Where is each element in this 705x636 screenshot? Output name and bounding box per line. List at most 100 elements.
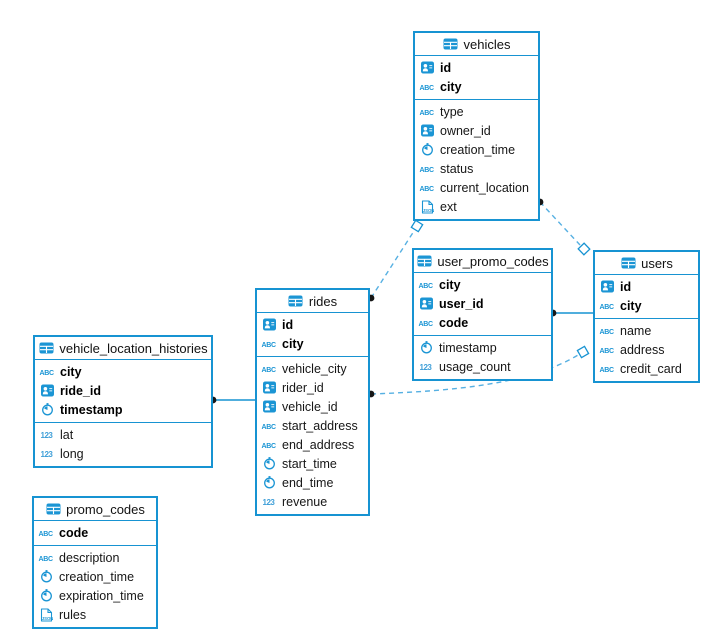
field-row[interactable]: ABC city	[595, 296, 698, 315]
field-name: code	[439, 315, 469, 330]
svg-text:ABC: ABC	[40, 370, 55, 377]
number-icon: 123	[39, 449, 55, 459]
field-row[interactable]: vehicle_id	[257, 397, 368, 416]
table-icon	[45, 503, 61, 515]
table-header[interactable]: rides	[257, 290, 368, 313]
table-header[interactable]: promo_codes	[34, 498, 156, 521]
relation-line-rides-users[interactable]	[370, 354, 579, 395]
json-icon: JSON	[38, 607, 54, 622]
field-name: rider_id	[282, 380, 324, 395]
json-icon: JSON	[419, 199, 435, 214]
table-icon	[620, 257, 636, 269]
field-name: city	[620, 298, 642, 313]
field-name: long	[60, 446, 84, 461]
table-name: user_promo_codes	[437, 253, 549, 269]
svg-text:ABC: ABC	[420, 85, 435, 92]
text-icon: ABC	[599, 301, 615, 311]
primary-key-section: ABC code	[34, 521, 156, 546]
svg-text:JSON: JSON	[41, 615, 52, 620]
field-row[interactable]: id	[415, 58, 538, 77]
field-name: timestamp	[439, 340, 497, 355]
table-header[interactable]: users	[595, 252, 698, 275]
field-row[interactable]: ABC code	[414, 313, 551, 332]
field-name: city	[439, 277, 461, 292]
svg-text:123: 123	[41, 450, 54, 459]
field-row[interactable]: rider_id	[257, 378, 368, 397]
field-row[interactable]: ABC code	[34, 523, 156, 542]
svg-text:ABC: ABC	[419, 283, 434, 290]
svg-text:ABC: ABC	[600, 329, 615, 336]
field-name: user_id	[439, 296, 484, 311]
text-icon: ABC	[599, 364, 615, 374]
field-name: ext	[440, 199, 457, 214]
text-icon: ABC	[419, 164, 435, 174]
relation-line-rides-vehicles[interactable]	[370, 230, 415, 299]
field-name: id	[282, 317, 294, 332]
field-row[interactable]: expiration_time	[34, 586, 156, 605]
field-row[interactable]: timestamp	[414, 338, 551, 357]
field-row[interactable]: creation_time	[415, 140, 538, 159]
table-header[interactable]: user_promo_codes	[414, 250, 551, 273]
field-row[interactable]: user_id	[414, 294, 551, 313]
field-row[interactable]: owner_id	[415, 121, 538, 140]
svg-text:123: 123	[420, 363, 433, 372]
relation-line-vehicles-users[interactable]	[539, 201, 581, 246]
field-row[interactable]: 123 long	[35, 444, 211, 463]
field-row[interactable]: end_time	[257, 473, 368, 492]
table-header[interactable]: vehicles	[415, 33, 538, 56]
svg-text:ABC: ABC	[39, 531, 54, 538]
svg-text:ABC: ABC	[419, 321, 434, 328]
id-icon	[39, 384, 55, 397]
field-row[interactable]: id	[595, 277, 698, 296]
id-icon	[419, 61, 435, 74]
field-name: code	[59, 525, 89, 540]
svg-text:JSON: JSON	[422, 207, 433, 212]
field-row[interactable]: start_time	[257, 454, 368, 473]
field-name: creation_time	[59, 569, 135, 584]
field-row[interactable]: timestamp	[35, 400, 211, 419]
text-icon: ABC	[418, 318, 434, 328]
field-row[interactable]: id	[257, 315, 368, 334]
field-row[interactable]: creation_time	[34, 567, 156, 586]
field-name: vehicle_city	[282, 361, 347, 376]
field-name: id	[620, 279, 632, 294]
text-icon: ABC	[419, 82, 435, 92]
field-name: id	[440, 60, 452, 75]
field-row[interactable]: ABC vehicle_city	[257, 359, 368, 378]
field-row[interactable]: ride_id	[35, 381, 211, 400]
table-header[interactable]: vehicle_location_histories	[35, 337, 211, 360]
field-row[interactable]: JSON ext	[415, 197, 538, 216]
field-name: ride_id	[60, 383, 101, 398]
field-row[interactable]: ABC city	[414, 275, 551, 294]
svg-text:ABC: ABC	[262, 367, 277, 374]
table-name: vehicles	[463, 36, 511, 52]
datetime-icon	[38, 589, 54, 602]
